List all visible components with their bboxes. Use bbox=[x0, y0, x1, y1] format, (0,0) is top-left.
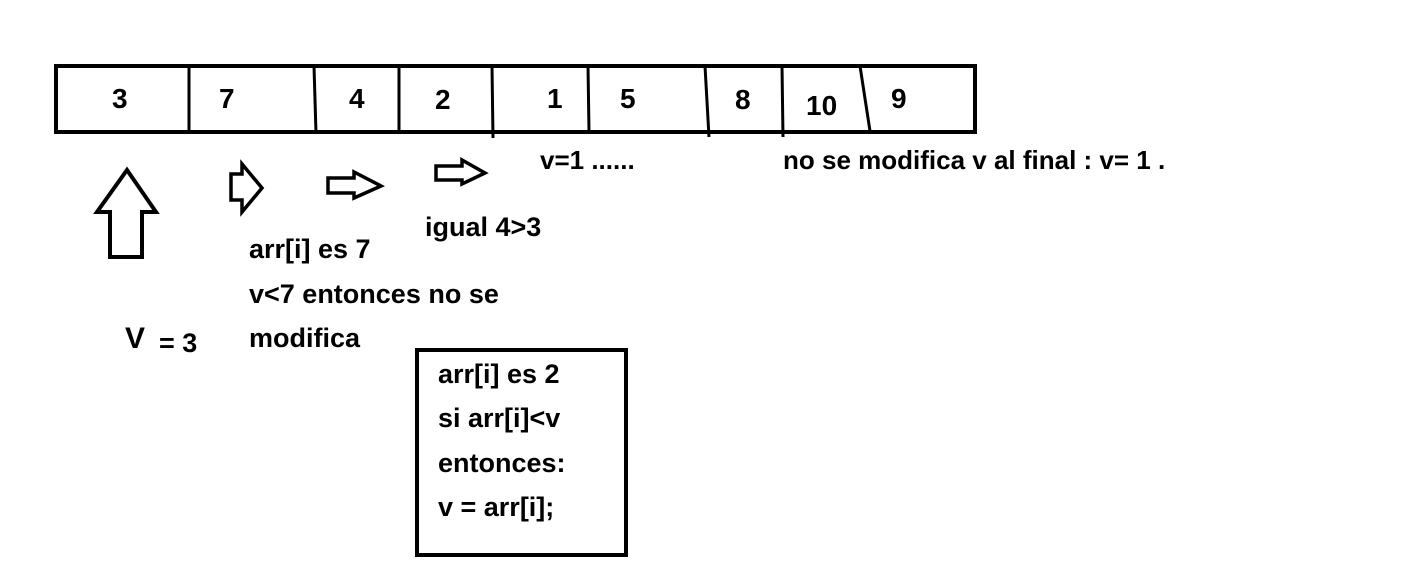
right-arrow-icon bbox=[229, 159, 265, 217]
rule-box-line-2: si arr[i]<v bbox=[438, 403, 561, 433]
step-7-line-1: arr[i] es 7 bbox=[249, 234, 371, 264]
rule-box-line-3: entonces: bbox=[438, 448, 566, 478]
cell-divider bbox=[858, 65, 872, 132]
v-initial-label: V bbox=[125, 322, 146, 355]
array-cell: 8 bbox=[735, 84, 751, 115]
final-note: no se modifica v al final : v= 1 . bbox=[783, 145, 1166, 175]
v-initial-value: = 3 bbox=[159, 328, 198, 358]
rule-box-frame bbox=[415, 348, 628, 557]
cell-divider bbox=[780, 65, 785, 138]
v-equals-1-note: v=1 ...... bbox=[540, 145, 635, 175]
rule-box-line-4: v = arr[i]; bbox=[438, 492, 555, 522]
array-cell: 5 bbox=[620, 83, 636, 114]
array-cell: 4 bbox=[349, 83, 365, 114]
right-arrow-icon bbox=[434, 157, 489, 187]
array-cell: 10 bbox=[806, 90, 838, 121]
right-arrow-icon bbox=[326, 169, 386, 201]
step-7-line-3: modifica bbox=[249, 323, 361, 353]
array-cell: 9 bbox=[891, 83, 907, 114]
array-cell: 1 bbox=[547, 83, 563, 114]
up-arrow-icon bbox=[93, 166, 160, 259]
cell-divider bbox=[586, 65, 591, 133]
cell-divider bbox=[703, 65, 711, 138]
array-cell: 3 bbox=[112, 83, 128, 114]
cell-divider bbox=[490, 65, 495, 139]
step-7-line-2: v<7 entonces no se bbox=[249, 279, 499, 309]
cell-divider bbox=[312, 65, 318, 134]
step-4-note: igual 4>3 bbox=[425, 212, 542, 242]
array-frame bbox=[54, 64, 977, 134]
array-cell: 2 bbox=[435, 84, 451, 115]
array-cell: 7 bbox=[219, 83, 235, 114]
rule-box-line-1: arr[i] es 2 bbox=[438, 359, 560, 389]
